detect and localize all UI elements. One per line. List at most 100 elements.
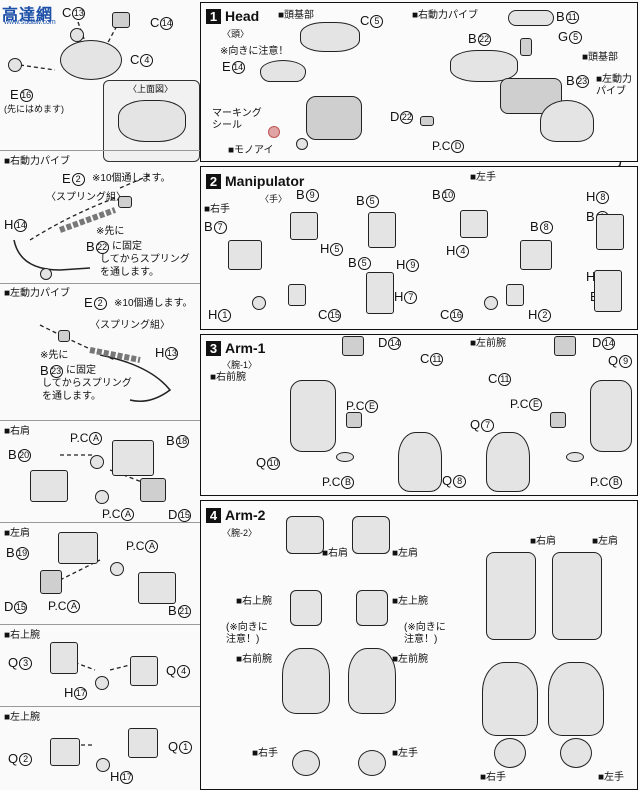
part-e2-l	[58, 330, 70, 342]
part-b6-c	[594, 270, 622, 312]
part-b21	[138, 572, 176, 604]
arm2-step-number: 4	[206, 507, 221, 523]
part-q2	[50, 738, 80, 766]
spring-label-r: 〈スプリング組〉	[46, 192, 126, 203]
arm2-left-hand-label: ■左手	[392, 748, 419, 759]
part-d22	[420, 116, 434, 126]
part-c5-head	[300, 22, 360, 52]
arm2-left-upper-label: ■左上腕	[392, 596, 429, 607]
arm2-orient-note-r: (※向きに 注意！)	[226, 622, 268, 645]
part-arm2-left-upper	[356, 590, 388, 626]
top-view-label: 〈上面図〉	[128, 84, 174, 94]
left-shoulder-title: ■左肩	[4, 528, 31, 539]
note-r-3: してからスプリング	[100, 254, 190, 265]
head-right-pipe-label: ■右動力パイブ	[412, 10, 479, 21]
note-e2-r: ※10個通します。	[92, 173, 171, 184]
part-b6-a	[596, 214, 624, 250]
part-arm2-assembled-right-forearm	[482, 662, 538, 736]
part-arm2-right-hand	[292, 750, 320, 776]
part-pcb-r	[336, 452, 354, 462]
part-arm2-right-shoulder	[286, 516, 324, 554]
part-arm2-right-forearm	[282, 648, 330, 714]
part-arm2-assembled-left-forearm	[548, 662, 604, 736]
arm2-left-forearm-label: ■左前腕	[392, 654, 429, 665]
note-l-3: してからスプリング	[42, 378, 132, 389]
right-upper-arm-title: ■右上腕	[4, 630, 41, 641]
part-q10	[290, 380, 336, 452]
arm2-title: Arm-2	[225, 507, 266, 523]
part-b19	[58, 532, 98, 564]
part-arm2-left-hand	[358, 750, 386, 776]
arm1-subtitle: 〈腕-1〉	[222, 360, 258, 370]
head-header: 1 Head	[206, 8, 259, 24]
note-fit-first: (先にはめます)	[4, 104, 64, 114]
arm2-right-shoulder-label: ■右肩	[322, 548, 349, 559]
part-q3	[50, 642, 78, 674]
part-h2	[506, 284, 524, 306]
part-b10	[460, 210, 488, 238]
left-upper-arm-title: ■左上腕	[4, 712, 41, 723]
note-e2-l: ※10個通します。	[114, 298, 193, 309]
part-pcb-l	[566, 452, 584, 462]
arm2-subtitle: 〈腕-2〉	[222, 528, 258, 538]
divider	[0, 522, 200, 523]
arm1-title: Arm-1	[225, 340, 266, 356]
part-b5-a	[368, 212, 396, 248]
part-q1	[128, 728, 158, 758]
part-h17-l	[96, 758, 110, 772]
manip-subtitle: 〈手〉	[260, 194, 288, 204]
part-pca-2	[95, 490, 109, 504]
part-pce-l	[550, 412, 566, 428]
section-manipulator	[200, 166, 638, 330]
spring-label-l: 〈スプリング組〉	[90, 320, 170, 331]
part-d15-r	[140, 478, 166, 502]
part-d14-l	[554, 336, 576, 356]
arm2-orient-note-l: (※向きに 注意！)	[404, 622, 446, 645]
manip-header: 2 Manipulator	[206, 173, 304, 189]
part-c14	[112, 12, 130, 28]
site-logo: 高達網 www.sudaw.com	[2, 1, 56, 26]
arm2-right-shoulder-label-2: ■右肩	[530, 536, 557, 547]
note-l-4: を通します。	[42, 391, 101, 402]
left-forearm-label: ■左前腕	[470, 338, 507, 349]
left-hand-label: ■左手	[470, 172, 497, 183]
part-d15-l	[40, 570, 62, 594]
mono-eye-label: ■モノアイ	[228, 145, 274, 156]
part-q8	[398, 432, 442, 492]
part-head-base	[60, 40, 122, 80]
part-h17-r	[95, 676, 109, 690]
